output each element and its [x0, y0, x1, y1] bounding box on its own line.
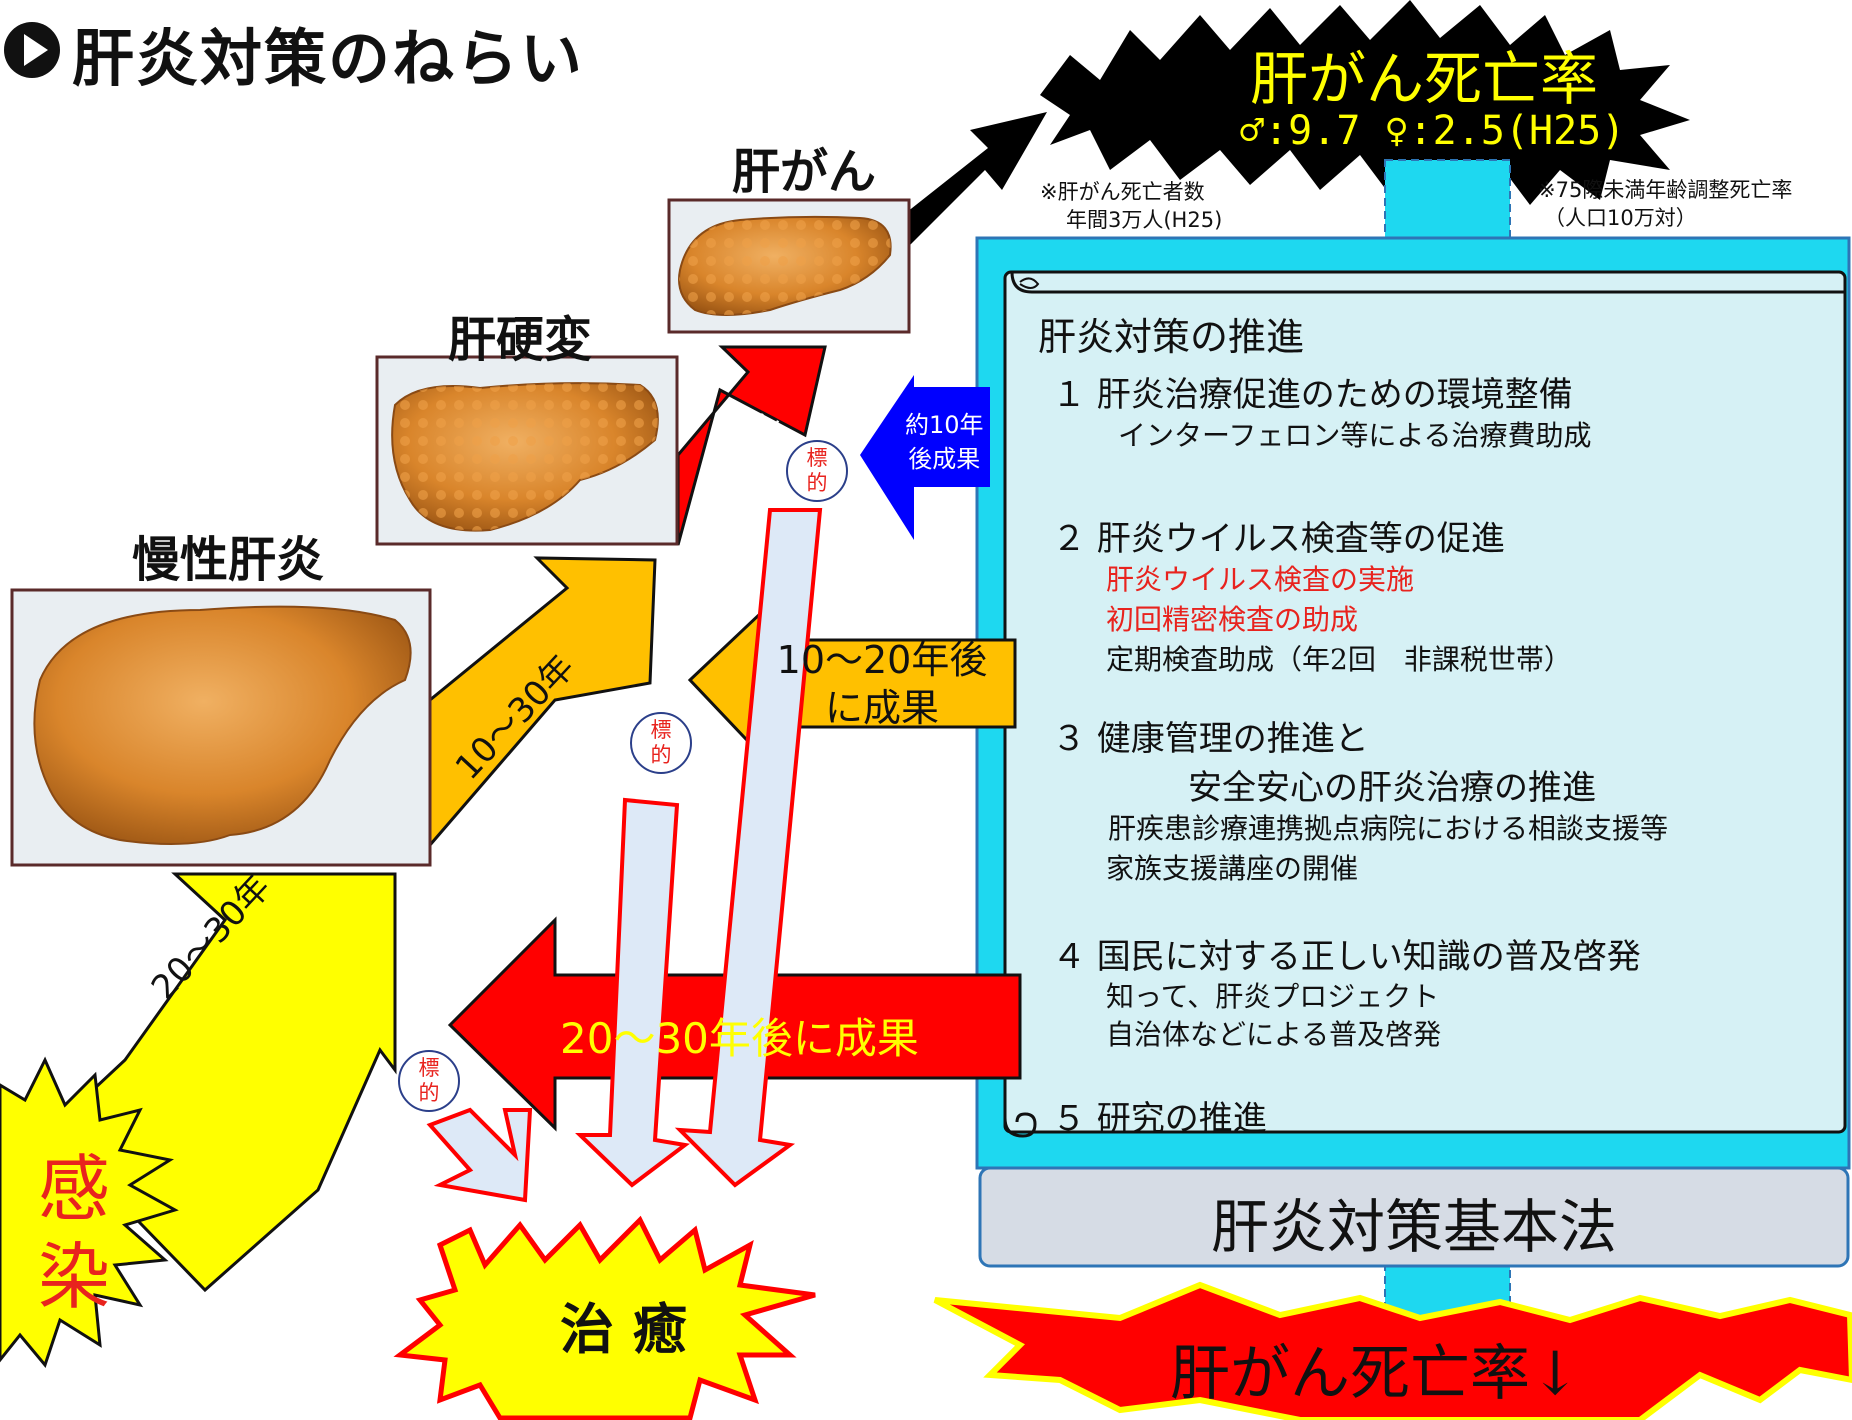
note-deaths-line1: ※肝がん死亡者数: [1040, 180, 1205, 204]
effect-orange-line2: に成果: [824, 686, 939, 730]
policy-item-3: ３ 健康管理の推進と 安全安心の肝炎治療の推進 肝疾患診療連携拠点病院における相…: [1038, 711, 1838, 929]
arrow-down-1: [426, 1107, 533, 1203]
infection-char-2: 染: [38, 1235, 111, 1319]
policy-sub: 肝疾患診療連携拠点病院における相談支援等: [1108, 812, 1669, 845]
arrow-cancer-to-death: [878, 112, 1047, 255]
policy-sub: 自治体などによる普及啓発: [1106, 1018, 1442, 1051]
policy-sub: 定期検査助成（年2回 非課税世帯）: [1106, 643, 1572, 676]
policy-item-title: １ 肝炎治療促進のための環境整備: [1052, 375, 1573, 415]
infection-label: 感 染: [38, 1145, 118, 1321]
play-icon: [4, 22, 60, 78]
arrow-chronic-to-cirrhosis: [428, 556, 657, 850]
policy-sub: 知って、肝炎プロジェクト: [1106, 980, 1440, 1013]
policy-sub: 初回精密検査の助成: [1106, 603, 1359, 636]
arrow-cirrhosis-to-cancer: [676, 345, 827, 546]
policy-sub: 家族支援講座の開催: [1106, 852, 1359, 885]
cure-label: 治 癒: [560, 1298, 687, 1361]
arrow-infection-to-chronic: [47, 872, 397, 1293]
mortality-starburst-top: [1040, 0, 1690, 205]
page-title: 肝炎対策のねらい: [72, 22, 585, 95]
mortality-title-top: 肝がん死亡率: [1250, 45, 1599, 113]
law-label: 肝炎対策基本法: [1210, 1193, 1617, 1261]
policy-item-title-2: 安全安心の肝炎治療の推進: [1188, 768, 1596, 808]
policy-item-4: ４ 国民に対する正しい知識の普及啓発 知って、肝炎プロジェクト 自治体などによる…: [1038, 929, 1838, 1091]
arrow-down-3: [674, 508, 823, 1188]
target-badge-1: 標的: [786, 440, 848, 502]
effect-blue-line1: 約10年: [905, 411, 984, 439]
effect-orange-line1: 10～20年後: [776, 638, 988, 682]
note-rate-line1: ※75際未満年齢調整死亡率: [1538, 178, 1793, 202]
policy-item-5: ５ 研究の推進: [1038, 1091, 1838, 1140]
note-deaths: ※肝がん死亡者数 年間3万人(H25): [1040, 178, 1222, 234]
policy-sub: 肝炎ウイルス検査の実施: [1106, 563, 1415, 596]
target-badge-3: 標的: [398, 1050, 460, 1112]
note-rate-line2: （人口10万対）: [1544, 206, 1697, 230]
mortality-values: ♂:9.7 ♀:2.5(H25): [1240, 108, 1626, 154]
stage-label-cirrhosis: 肝硬変: [448, 312, 593, 368]
policy-heading: 肝炎対策の推進: [1038, 315, 1305, 359]
cure-starburst: [393, 1215, 816, 1420]
effect-label-blue: 約10年 後成果: [905, 408, 984, 476]
note-rate: ※75際未満年齢調整死亡率 （人口10万対）: [1538, 176, 1792, 232]
policy-item-title: ２ 肝炎ウイルス検査等の促進: [1052, 519, 1505, 559]
policy-item-title: ５ 研究の推進: [1052, 1099, 1267, 1139]
policy-list: 肝炎対策の推進 １ 肝炎治療促進のための環境整備 インターフェロン等による治療費…: [1038, 306, 1838, 1140]
effect-label-orange: 10～20年後 に成果: [762, 636, 1002, 732]
law-box: [978, 1166, 1850, 1268]
infection-starburst: [0, 1056, 179, 1369]
note-deaths-line2: 年間3万人(H25): [1066, 208, 1223, 232]
policy-item-2: ２ 肝炎ウイルス検査等の促進 肝炎ウイルス検査の実施 初回精密検査の助成 定期検…: [1038, 511, 1838, 711]
policy-item-1: １ 肝炎治療促進のための環境整備 インターフェロン等による治療費助成: [1038, 367, 1838, 511]
policy-item-title: ３ 健康管理の推進と: [1052, 719, 1369, 759]
effect-label-red: 20～30年後に成果: [560, 1014, 919, 1063]
mortality-starburst-bottom: [933, 1281, 1852, 1420]
effect-blue-line2: 後成果: [908, 445, 981, 473]
connector-top: [1384, 159, 1511, 241]
infection-char-1: 感: [38, 1147, 111, 1231]
target-badge-2: 標的: [630, 712, 692, 774]
policy-item-title: ４ 国民に対する正しい知識の普及啓発: [1052, 937, 1641, 977]
liver-image-cancer: [667, 198, 911, 334]
policy-sub: インターフェロン等による治療費助成: [1118, 419, 1592, 452]
arrow-effect-blue: [860, 375, 990, 540]
liver-image-chronic: [10, 588, 432, 867]
mortality-label-bottom: 肝がん死亡率↓: [1170, 1339, 1581, 1409]
stage-label-cancer: 肝がん: [732, 144, 877, 200]
arrow-down-2: [575, 797, 690, 1188]
liver-image-cirrhosis: [375, 355, 679, 546]
stage-label-chronic: 慢性肝炎: [132, 532, 325, 588]
